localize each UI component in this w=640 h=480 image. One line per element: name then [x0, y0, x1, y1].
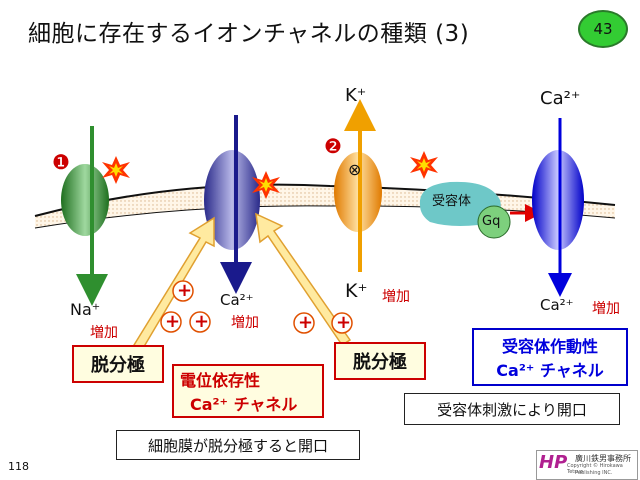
plus-charge-icon	[293, 312, 315, 334]
plus-charge-icon	[172, 280, 194, 302]
ca-right-increase-label: 増加	[592, 301, 620, 317]
marker-two: ❷	[324, 134, 342, 158]
logo-mark: HP	[539, 452, 568, 473]
vgcc-line1: 電位依存性	[180, 371, 261, 390]
logo-line3: Publishing INC.	[575, 470, 613, 476]
stimulus-star-icon	[410, 151, 438, 179]
roc-line1: 受容体作動性	[501, 337, 598, 356]
logo-line1: 廣川鉄男事務所	[575, 454, 631, 463]
gq-label: Gq	[482, 214, 501, 229]
page-badge: 43	[578, 10, 628, 48]
k-bottom-label: K⁺	[345, 280, 368, 302]
plus-sign: +	[177, 280, 193, 301]
page-number: 118	[8, 460, 29, 473]
roc-label-box: 受容体作動性 Ca²⁺ チャネル	[472, 328, 628, 386]
roc-channel	[532, 150, 584, 250]
membrane-inner-line	[34, 205, 616, 229]
vgcc-channel	[204, 150, 260, 250]
vgcc-label-box: 電位依存性 Ca²⁺ チャネル	[172, 364, 324, 418]
vgcc-line2: Ca²⁺ チャネル	[190, 395, 298, 414]
marker-one: ❶	[52, 150, 70, 174]
ca-mid-label: Ca²⁺	[220, 291, 254, 309]
receptor-label: 受容体	[432, 194, 472, 209]
plus-sign: +	[298, 312, 314, 333]
k-increase-label: 増加	[382, 289, 410, 305]
plus-sign: +	[194, 311, 210, 332]
logo-line2: Copyright © Hirokawa Tetsuo	[567, 463, 623, 475]
plus-charge-icon	[160, 311, 182, 333]
na-channel	[61, 164, 109, 236]
na-increase-label: 増加	[90, 325, 118, 341]
gq-protein	[477, 205, 511, 239]
plus-sign: +	[336, 312, 352, 333]
na-bottom-label: Na⁺	[70, 300, 101, 319]
plus-charge-icon	[189, 311, 211, 333]
roc-line2: Ca²⁺ チャネル	[496, 361, 604, 380]
membrane-outer-line	[34, 183, 616, 217]
ca-mid-increase-label: 増加	[231, 315, 259, 331]
plus-charge-icon	[331, 312, 353, 334]
ca-top-label: Ca²⁺	[540, 88, 581, 109]
receptor-stim-box: 受容体刺激により開口	[404, 393, 620, 425]
stimulus-star-icon	[102, 156, 130, 184]
depol-box-left: 脱分極	[72, 345, 164, 383]
plus-sign: +	[165, 311, 181, 332]
stimulus-star-icon	[252, 171, 280, 199]
k-top-label: K⁺	[345, 85, 367, 106]
page-title: 細胞に存在するイオンチャネルの種類 (3)	[28, 21, 470, 47]
k-channel-close-symbol: ⊗	[348, 160, 362, 179]
ca-right-bottom-label: Ca²⁺	[540, 296, 574, 314]
depol-box-right: 脱分極	[334, 342, 426, 380]
depol-arrow-left	[132, 216, 215, 352]
publisher-logo: HP 廣川鉄男事務所 Copyright © Hirokawa Tetsuo P…	[536, 450, 638, 480]
membrane-depol-box: 細胞膜が脱分極すると開口	[116, 430, 360, 460]
